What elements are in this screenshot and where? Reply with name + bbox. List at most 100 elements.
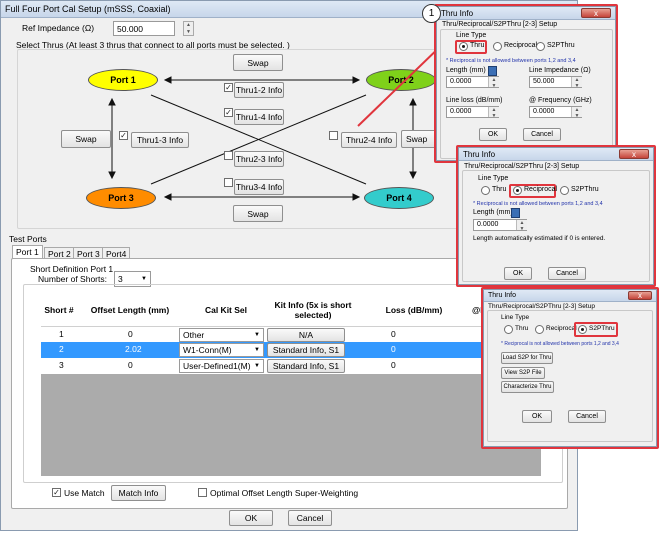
row-cal-kit-select[interactable]: User-Defined1(M)▼: [179, 359, 264, 373]
header-kit-info: Kit Info (5x is short selected): [274, 299, 352, 320]
thru-3-4-info-button[interactable]: Thru3-4 Info: [234, 179, 284, 195]
thru-3-4-checkbox[interactable]: [224, 178, 233, 187]
optimal-weighting-checkbox[interactable]: [198, 488, 207, 497]
thru-1-3-info-button[interactable]: Thru1-3 Info: [131, 132, 189, 148]
close-icon[interactable]: x: [628, 291, 652, 300]
ok-button[interactable]: OK: [229, 510, 273, 526]
row-short-number: 2: [59, 344, 64, 354]
port-3-node: Port 3: [86, 187, 156, 209]
dialog-1-length-label: Length (mm): [446, 67, 486, 74]
dialog-1-frequency-label: @ Frequency (GHz): [529, 97, 592, 104]
thru-2-4-info-button[interactable]: Thru2-4 Info: [341, 132, 397, 148]
callout-number-badge: 1: [422, 4, 441, 23]
dialog-2-length-spinner[interactable]: ▲▼: [516, 220, 527, 232]
dialog-1-thru-highlight: [455, 40, 487, 54]
tab-port-1[interactable]: Port 1: [12, 245, 43, 259]
dialog-1-frequency-spinner[interactable]: ▲▼: [571, 107, 582, 119]
dialog-1-cancel-button[interactable]: Cancel: [523, 128, 561, 141]
thru-1-3-checkbox[interactable]: ✓: [119, 131, 128, 140]
view-s2p-button[interactable]: View S2P File: [501, 367, 545, 379]
thru-2-3-info-button[interactable]: Thru2-3 Info: [234, 151, 284, 167]
table-row[interactable]: 1 0 Other▼ N/A 0 0: [41, 326, 541, 343]
ref-impedance-spinner[interactable]: ▲▼: [183, 21, 194, 36]
dialog-1-thru-radio[interactable]: [459, 42, 468, 51]
dialog-3-reciprocal-radio[interactable]: [535, 325, 544, 334]
dialog-2-s2pthru-radio[interactable]: [560, 186, 569, 195]
dialog-1-frequency-input[interactable]: 0.0000: [529, 106, 582, 118]
use-match-checkbox[interactable]: ✓: [52, 488, 61, 497]
dialog-1-loss-spinner[interactable]: ▲▼: [488, 107, 499, 119]
dialog-2-length-label: Length (mm): [473, 209, 513, 216]
dialog-1-s2pthru-radio[interactable]: [536, 42, 545, 51]
dialog-1-loss-input[interactable]: 0.0000: [446, 106, 499, 118]
dialog-1-note: * Reciprocal is not allowed between port…: [446, 58, 576, 64]
dialog-2-cancel-button[interactable]: Cancel: [548, 267, 586, 280]
row-kit-info-button[interactable]: N/A: [267, 328, 345, 342]
arrow-1-3-up: [108, 97, 116, 106]
dialog-1-ok-button[interactable]: OK: [479, 128, 507, 141]
ref-impedance-label: Ref Impedance (Ω): [22, 23, 95, 33]
dialog-2-setup-label: Thru/Reciprocal/S2PThru [2-3] Setup: [464, 163, 580, 170]
row-loss: 0: [391, 344, 396, 354]
dialog-3-ok-button[interactable]: OK: [522, 410, 552, 423]
dialog-1-reciprocal-radio[interactable]: [493, 42, 502, 51]
dialog-1-length-spinner[interactable]: ▲▼: [488, 77, 499, 89]
dialog-2-ok-button[interactable]: OK: [504, 267, 532, 280]
thru-1-2-info-button[interactable]: Thru1-2 Info: [234, 82, 284, 98]
dialog-1-calculator-icon[interactable]: [488, 66, 497, 76]
swap-1-2-button[interactable]: Swap: [233, 54, 283, 71]
row-kit-info-button[interactable]: Standard Info, S1: [267, 359, 345, 373]
thru-1-4-info-button[interactable]: Thru1-4 Info: [234, 109, 284, 125]
arrow-1-2-left: [163, 76, 172, 84]
row-short-number: 3: [59, 360, 64, 370]
row-cal-kit-select[interactable]: W1-Conn(M)▼: [179, 343, 264, 357]
dialog-3-cancel-button[interactable]: Cancel: [568, 410, 606, 423]
table-row[interactable]: 2 2.02 W1-Conn(M)▼ Standard Info, S1 0 0: [41, 342, 541, 358]
close-icon[interactable]: x: [619, 149, 649, 159]
row-kit-info-button[interactable]: Standard Info, S1: [267, 343, 345, 357]
dialog-2-thru-label: Thru: [492, 186, 507, 193]
row-cal-kit-select[interactable]: Other▼: [179, 328, 264, 342]
dialog-2-calculator-icon[interactable]: [511, 208, 520, 218]
close-icon[interactable]: x: [581, 8, 611, 18]
dialog-3-reciprocal-label: Reciprocal: [546, 325, 577, 332]
dialog-2-reciprocal-radio[interactable]: [513, 186, 522, 195]
thru-1-2-checkbox[interactable]: ✓: [224, 83, 233, 92]
dialog-3-setup-label: Thru/Reciprocal/S2PThru [2-3] Setup: [488, 303, 595, 310]
port-4-node: Port 4: [364, 187, 434, 209]
dialog-1-impedance-label: Line Impedance (Ω): [529, 67, 591, 74]
match-info-button[interactable]: Match Info: [111, 485, 166, 501]
dialog-2-length-input[interactable]: 0.0000: [473, 219, 527, 231]
dialog-1-impedance-spinner[interactable]: ▲▼: [571, 77, 582, 89]
thru-2-3-checkbox[interactable]: [224, 151, 233, 160]
cancel-button[interactable]: Cancel: [288, 510, 332, 526]
thru-info-dialog-3: Thru Info x Thru/Reciprocal/S2PThru [2-3…: [483, 289, 657, 447]
characterize-thru-button[interactable]: Characterize Thru: [501, 381, 554, 393]
thru-2-4-checkbox[interactable]: [329, 131, 338, 140]
swap-1-3-button[interactable]: Swap: [61, 130, 111, 148]
table-row[interactable]: 3 0 User-Defined1(M)▼ Standard Info, S1 …: [41, 358, 541, 374]
header-offset-length: Offset Length (mm): [90, 304, 170, 315]
dialog-1-s2pthru-label: S2PThru: [547, 42, 575, 49]
dialog-1-impedance-input[interactable]: 50.000: [529, 76, 582, 88]
dialog-1-thru-label: Thru: [470, 42, 485, 49]
dialog-3-s2pthru-highlight: [574, 322, 618, 337]
dialog-2-note: * Reciprocal is not allowed between port…: [473, 201, 603, 207]
dialog-3-s2pthru-radio[interactable]: [578, 325, 587, 334]
dialog-3-thru-label: Thru: [515, 325, 529, 332]
dialog-2-s2pthru-label: S2PThru: [571, 186, 599, 193]
tab-port-4[interactable]: Port4: [102, 247, 131, 260]
header-loss: Loss (dB/mm): [385, 304, 443, 315]
dialog-3-thru-radio[interactable]: [504, 325, 513, 334]
ref-impedance-input[interactable]: 50.000: [113, 21, 175, 36]
swap-3-4-button[interactable]: Swap: [233, 205, 283, 222]
number-of-shorts-select[interactable]: 3▼: [114, 271, 151, 287]
thru-diagram-lines: [108, 76, 417, 201]
test-ports-label: Test Ports: [9, 234, 47, 244]
arrow-2-4-up: [409, 97, 417, 106]
thru-1-4-checkbox[interactable]: ✓: [224, 108, 233, 117]
dialog-2-thru-radio[interactable]: [481, 186, 490, 195]
thru-info-dialog-2: Thru Info x Thru/Reciprocal/S2PThru [2-3…: [458, 147, 654, 285]
load-s2p-button[interactable]: Load S2P for Thru: [501, 352, 553, 364]
